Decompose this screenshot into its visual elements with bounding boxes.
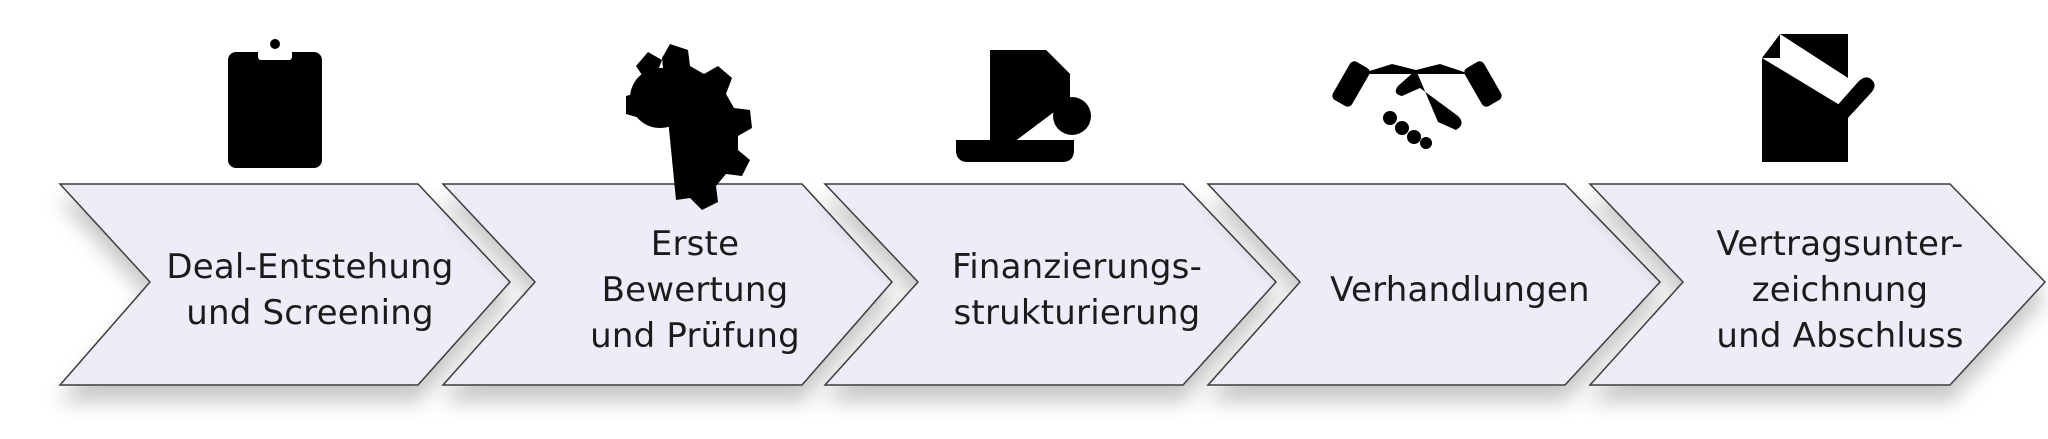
chevron-step-1 (58, 183, 512, 386)
chevron-step-2 (441, 183, 894, 386)
step-label-2: Erste Bewertung und Prüfung (590, 224, 800, 356)
step-label-4: Verhandlungen (1330, 270, 1590, 310)
step-label-3: Finanzierungs- strukturierung (951, 247, 1203, 333)
step-label-5: Vertragsunter- zeichnung und Abschluss (1716, 224, 1964, 356)
step-label-1: Deal-Entstehung und Screening (166, 247, 454, 333)
chevron-step-5 (1588, 183, 2047, 386)
clipboard-checklist-icon (228, 39, 322, 168)
handshake-icon (1332, 61, 1502, 149)
chevron-step-3 (823, 183, 1278, 386)
signed-contract-pen-icon (1762, 34, 1875, 162)
gear-magnifier-check-icon (626, 44, 752, 210)
document-dollar-icon (956, 50, 1091, 162)
chevron-step-4 (1206, 183, 1662, 386)
